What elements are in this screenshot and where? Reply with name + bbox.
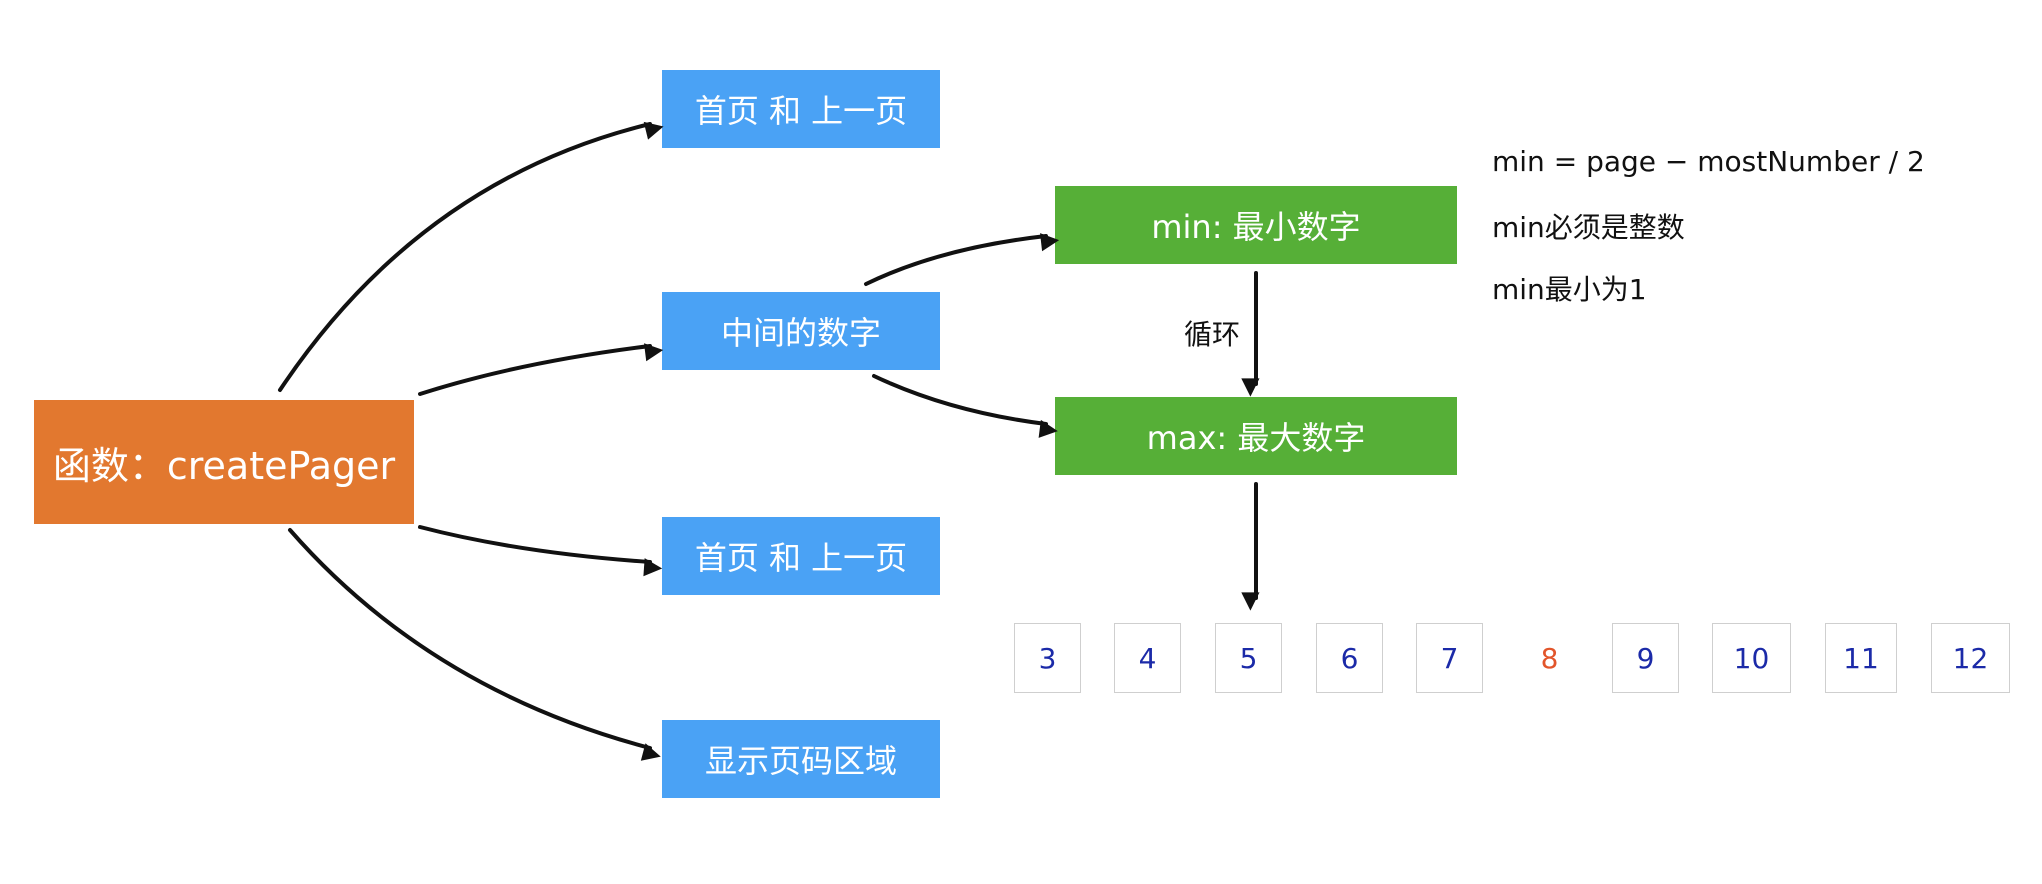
arrow-root-to-first-prev-bottom xyxy=(418,525,663,577)
page-number-7[interactable]: 7 xyxy=(1416,623,1483,693)
branch-first-prev-top: 首页 和 上一页 xyxy=(662,70,940,148)
page-number-4[interactable]: 4 xyxy=(1114,623,1181,693)
page-number-12[interactable]: 12 xyxy=(1931,623,2010,693)
page-number-10[interactable]: 10 xyxy=(1712,623,1791,693)
note-min-at-least-one: min最小为1 xyxy=(1492,273,1647,306)
branch-first-prev-bottom: 首页 和 上一页 xyxy=(662,517,940,595)
branch-first-prev-bottom-label: 首页 和 上一页 xyxy=(694,539,908,577)
branch-middle-numbers: 中间的数字 xyxy=(662,292,940,370)
branch-page-area-label: 显示页码区域 xyxy=(704,742,897,780)
max-number-box: max: 最大数字 xyxy=(1055,397,1457,475)
min-number-label: min: 最小数字 xyxy=(1151,208,1361,246)
page-number-11[interactable]: 11 xyxy=(1825,623,1897,693)
branch-first-prev-top-label: 首页 和 上一页 xyxy=(694,92,908,130)
max-number-label: max: 最大数字 xyxy=(1146,419,1366,457)
branch-middle-numbers-label: 中间的数字 xyxy=(720,314,881,352)
root-function-box: 函数：createPager xyxy=(34,400,414,524)
page-number-6[interactable]: 6 xyxy=(1316,623,1383,693)
loop-label: 循环 xyxy=(1184,318,1241,351)
arrow-root-to-first-prev-top xyxy=(278,121,664,392)
branch-page-area: 显示页码区域 xyxy=(662,720,940,798)
root-function-label: 函数：createPager xyxy=(52,443,396,488)
page-number-3[interactable]: 3 xyxy=(1014,623,1081,693)
min-number-box: min: 最小数字 xyxy=(1055,186,1457,264)
page-number-5[interactable]: 5 xyxy=(1215,623,1282,693)
arrow-middle-to-max xyxy=(872,374,1058,438)
arrow-root-to-page-area xyxy=(288,528,661,761)
note-min-integer: min必须是整数 xyxy=(1492,211,1685,244)
page-number-8-current: 8 xyxy=(1516,623,1583,693)
arrow-root-to-middle-numbers xyxy=(418,343,664,396)
arrow-middle-to-min xyxy=(864,233,1060,286)
note-min-formula: min = page − mostNumber / 2 xyxy=(1492,145,1925,178)
page-number-9[interactable]: 9 xyxy=(1612,623,1679,693)
